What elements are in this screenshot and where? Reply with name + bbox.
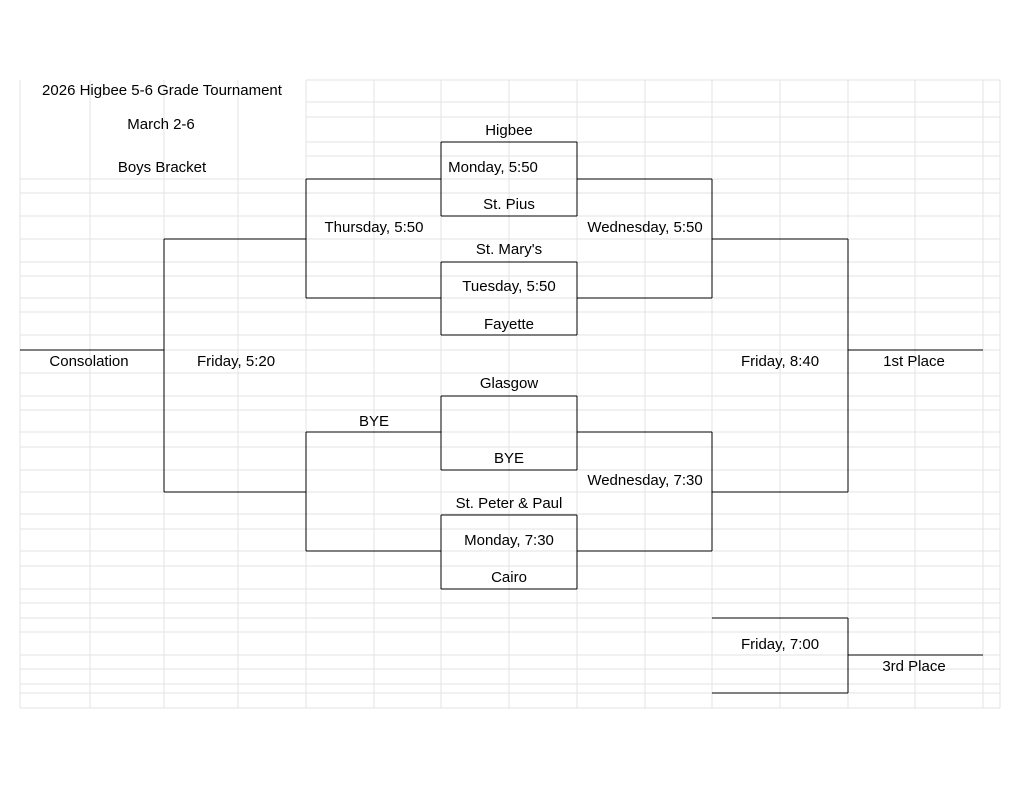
team-fayette: Fayette xyxy=(483,316,535,333)
game-time-consolation: Friday, 5:20 xyxy=(196,353,276,370)
bye-label: BYE xyxy=(358,413,390,430)
bracket-name: Boys Bracket xyxy=(117,159,207,176)
game-time-r1-1: Monday, 5:50 xyxy=(448,159,538,176)
game-time-r1-4: Monday, 7:30 xyxy=(464,532,554,549)
team-glasgow: Glasgow xyxy=(479,375,539,392)
team-bye: BYE xyxy=(493,450,525,467)
game-time-championship: Friday, 8:40 xyxy=(740,353,820,370)
game-time-wednesday-upper: Wednesday, 5:50 xyxy=(587,219,703,236)
game-time-thursday: Thursday, 5:50 xyxy=(324,219,424,236)
third-place-label: 3rd Place xyxy=(882,658,946,675)
first-place-label: 1st Place xyxy=(883,353,945,370)
game-time-wednesday-lower: Wednesday, 7:30 xyxy=(587,472,703,489)
team-st-marys: St. Mary's xyxy=(475,241,543,258)
game-time-third-place: Friday, 7:00 xyxy=(740,636,820,653)
tournament-dates: March 2-6 xyxy=(127,116,195,133)
team-st-pius: St. Pius xyxy=(483,196,535,213)
tournament-title: 2026 Higbee 5-6 Grade Tournament xyxy=(42,82,282,99)
game-time-r1-2: Tuesday, 5:50 xyxy=(462,278,556,295)
team-st-peter-paul: St. Peter & Paul xyxy=(455,495,563,512)
consolation-label: Consolation xyxy=(49,353,129,370)
team-higbee: Higbee xyxy=(485,122,533,139)
team-cairo: Cairo xyxy=(491,569,527,586)
